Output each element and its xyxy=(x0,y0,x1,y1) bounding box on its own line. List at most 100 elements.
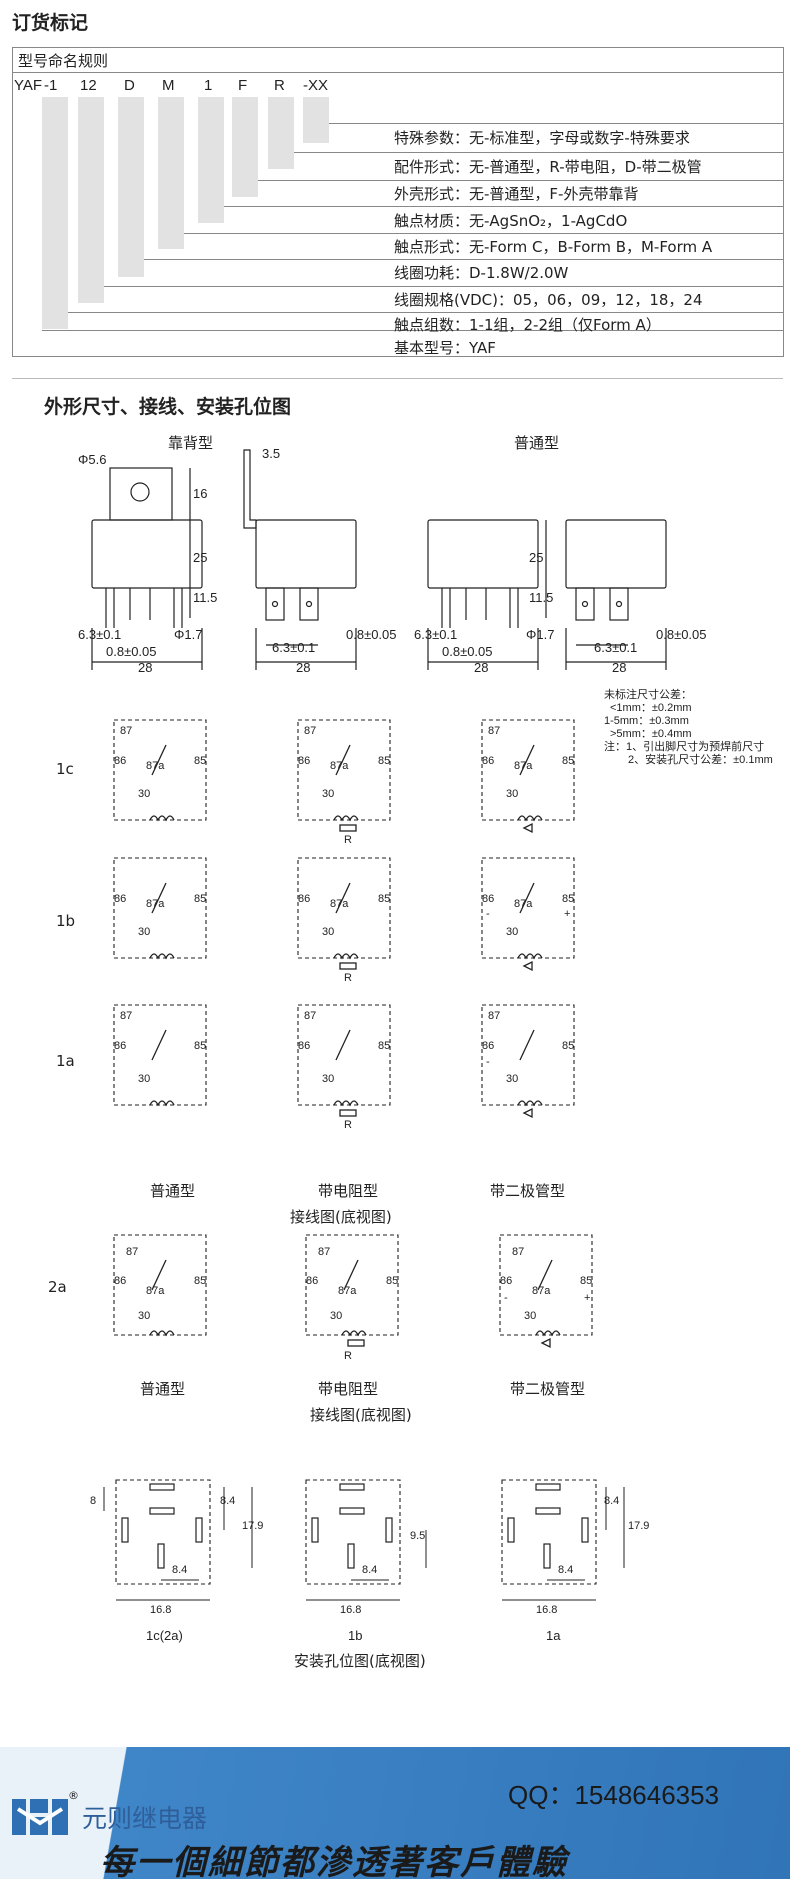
w3-85: 85 xyxy=(562,755,575,767)
desc-power: 线圈功耗：D-1.8W/2.0W xyxy=(394,264,569,282)
w3-87: 87 xyxy=(488,725,501,737)
dim-phi17-b: Φ1.7 xyxy=(526,627,555,642)
section-divider xyxy=(12,378,783,379)
desc-groups: 触点组数：1-1组，2-2组（仅Form A） xyxy=(394,316,661,334)
code-shell: F xyxy=(238,77,248,94)
hole-label-1b: 1b xyxy=(348,1628,363,1643)
dim-11-5-b: 11.5 xyxy=(529,590,554,605)
w7-87: 87 xyxy=(120,1010,133,1022)
w7-86: 86 xyxy=(114,1040,127,1052)
step-bg-4 xyxy=(158,97,184,249)
qq-contact: QQ：1548646353 xyxy=(508,1780,720,1810)
w9-30: 30 xyxy=(506,1073,519,1085)
label-back-type: 靠背型 xyxy=(168,434,214,452)
dim-16: 16 xyxy=(193,486,208,501)
w8-85: 85 xyxy=(378,1040,391,1052)
desc-line-5 xyxy=(184,233,783,234)
tol-3: >5mm：±0.4mm xyxy=(610,728,692,740)
code-material: 1 xyxy=(204,77,213,94)
w2-85: 85 xyxy=(378,755,391,767)
w4-87a: 87a xyxy=(146,898,165,910)
w3-30: 30 xyxy=(506,788,519,800)
tol-title: 未标注尺寸公差： xyxy=(604,689,692,701)
code-groups: -1 xyxy=(44,77,58,94)
desc-voltage: 线圈规格(VDC)：05，06，09，12，18，24 xyxy=(394,291,703,309)
dim-63-c: 6.3±0.1 xyxy=(414,627,458,642)
w12-85: 85 xyxy=(580,1275,593,1287)
w8-86: 86 xyxy=(298,1040,311,1052)
w1-87a: 87a xyxy=(146,760,165,772)
slogan: 每一個細節都滲透著客戶體驗 xyxy=(100,1843,568,1879)
w12-87a: 87a xyxy=(532,1285,551,1297)
dim-25-b: 25 xyxy=(529,550,544,565)
code-yaf: YAF xyxy=(14,77,43,94)
col-resistor-2: 带电阻型 xyxy=(318,1380,379,1398)
step-bg-8 xyxy=(303,97,329,143)
hole-caption: 安装孔位图(底视图) xyxy=(294,1652,426,1670)
dim-63-b: 6.3±0.1 xyxy=(272,640,316,655)
w8-87: 87 xyxy=(304,1010,317,1022)
w5-r: R xyxy=(344,972,352,984)
model-code-row: YAF -1 12 D M 1 F R -XX xyxy=(12,75,782,97)
dim-phi17-a: Φ1.7 xyxy=(174,627,203,642)
w9-minus: - xyxy=(486,1056,490,1068)
w12-minus: - xyxy=(504,1292,508,1304)
step-bg-3 xyxy=(118,97,144,277)
code-form: M xyxy=(162,77,175,94)
hole-d168-a: 16.8 xyxy=(150,1604,172,1616)
code-special: -XX xyxy=(303,77,329,94)
w8-r: R xyxy=(344,1119,352,1131)
w1-30: 30 xyxy=(138,788,151,800)
w2-30: 30 xyxy=(322,788,335,800)
w12-plus: + xyxy=(584,1292,591,1304)
w11-30: 30 xyxy=(330,1310,343,1322)
step-bg-2 xyxy=(78,97,104,303)
w6-87a: 87a xyxy=(514,898,533,910)
w11-86: 86 xyxy=(306,1275,319,1287)
w6-86: 86 xyxy=(482,893,495,905)
w11-87: 87 xyxy=(318,1246,331,1258)
hole-d84-b: 8.4 xyxy=(172,1564,188,1576)
w2-87: 87 xyxy=(304,725,317,737)
dims-title: 外形尺寸、接线、安装孔位图 xyxy=(44,396,292,418)
wiring-diagrams xyxy=(113,719,593,1349)
row-label-2a: 2a xyxy=(48,1278,67,1296)
code-power: D xyxy=(124,77,135,94)
w2-87a: 87a xyxy=(330,760,349,772)
w7-85: 85 xyxy=(194,1040,207,1052)
hole-d84-e: 8.4 xyxy=(558,1564,574,1576)
w12-87: 87 xyxy=(512,1246,525,1258)
note-1: 注：1、引出脚尺寸为预焊前尺寸 xyxy=(604,741,765,753)
col-diode-1: 带二极管型 xyxy=(490,1182,566,1200)
w9-85: 85 xyxy=(562,1040,575,1052)
w10-87a: 87a xyxy=(146,1285,165,1297)
dim-08-d: 0.8±0.05 xyxy=(656,627,707,642)
dim-28-c: 28 xyxy=(474,660,489,675)
desc-line-1 xyxy=(329,123,783,124)
w5-87a: 87a xyxy=(330,898,349,910)
w2-r: R xyxy=(344,834,352,846)
w4-30: 30 xyxy=(138,926,151,938)
hole-d84-c: 8.4 xyxy=(362,1564,378,1576)
brand-logo-icon xyxy=(12,1799,68,1835)
desc-line-2 xyxy=(294,152,783,153)
step-bg-6 xyxy=(232,97,258,197)
col-normal-2: 普通型 xyxy=(140,1380,186,1398)
w4-86: 86 xyxy=(114,893,127,905)
bottom-banner: ® 元则继电器 每一個細節都滲透著客戶體驗 QQ：1548646353 xyxy=(0,1747,790,1879)
dim-11-5-a: 11.5 xyxy=(193,590,218,605)
col-diode-2: 带二极管型 xyxy=(510,1380,586,1398)
step-bg-1 xyxy=(42,97,68,329)
row-label-1c: 1c xyxy=(56,760,74,778)
wiring-caption-2: 接线图(底视图) xyxy=(310,1406,412,1424)
w3-87a: 87a xyxy=(514,760,533,772)
tol-1: <1mm：±0.2mm xyxy=(610,702,692,714)
step-bg-5 xyxy=(198,97,224,223)
w12-86: 86 xyxy=(500,1275,513,1287)
w4-85: 85 xyxy=(194,893,207,905)
col-resistor-1: 带电阻型 xyxy=(318,1182,379,1200)
desc-line-3 xyxy=(258,180,783,181)
desc-form: 触点形式：无-Form C，B-Form B，M-Form A xyxy=(394,238,713,256)
hole-d84-a: 8.4 xyxy=(220,1495,236,1507)
label-normal-type: 普通型 xyxy=(514,434,560,452)
